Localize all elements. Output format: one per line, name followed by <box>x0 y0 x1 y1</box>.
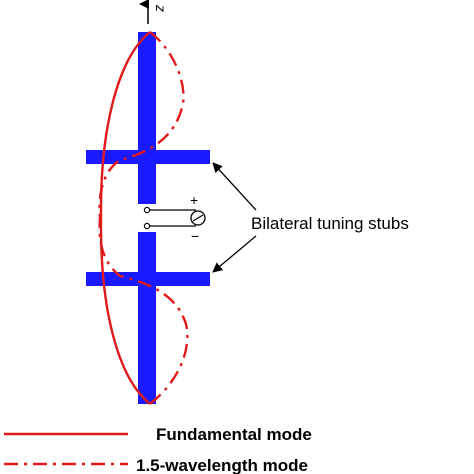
ac-source-wave <box>192 214 204 222</box>
feed-terminal-upper <box>143 206 151 214</box>
lower-arm <box>138 232 156 404</box>
legend-label-1-5-wavelength: 1.5-wavelength mode <box>136 456 308 474</box>
annotation-arrow-lower <box>212 235 257 273</box>
upper-tuning-stub <box>86 150 210 164</box>
feed-port: + − <box>143 192 206 244</box>
legend: Fundamental mode 1.5-wavelength mode <box>4 425 312 474</box>
port-plus-sign: + <box>190 192 198 208</box>
legend-label-fundamental: Fundamental mode <box>156 425 312 444</box>
antenna-structure <box>86 32 210 404</box>
feed-terminal-lower <box>143 222 151 230</box>
port-minus-sign: − <box>191 228 199 244</box>
one-point-five-wavelength-mode-curve <box>98 31 189 405</box>
z-axis-label: z <box>153 4 169 12</box>
upper-arm <box>138 32 156 204</box>
annotation-arrow-upper <box>212 162 257 211</box>
lower-tuning-stub <box>86 272 210 286</box>
annotation-label: Bilateral tuning stubs <box>251 214 409 233</box>
